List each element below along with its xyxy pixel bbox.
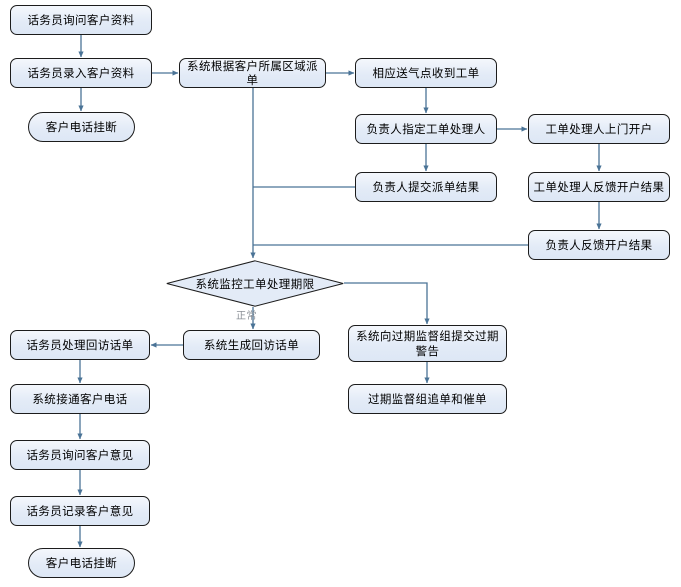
node-system-sends-overdue-warning[interactable]: 系统向过期监督组提交过期 警告 (348, 325, 507, 362)
node-customer-hangs-up-top[interactable]: 客户电话挂断 (28, 112, 135, 142)
node-system-connects-customer-call[interactable]: 系统接通客户电话 (10, 384, 150, 414)
decision-label: 系统监控工单处理期限 (195, 276, 315, 291)
node-handler-visits-to-open-account[interactable]: 工单处理人上门开户 (528, 114, 670, 144)
node-overdue-group-follows-up[interactable]: 过期监督组追单和催单 (348, 384, 507, 414)
edge-decision-n11 (344, 282, 430, 325)
node-agent-handles-callback-ticket[interactable]: 话务员处理回访话单 (10, 330, 150, 360)
node-manager-submits-dispatch-result[interactable]: 负责人提交派单结果 (355, 172, 497, 202)
node-agent-records-customer-opinion[interactable]: 话务员记录客户意见 (10, 496, 150, 526)
node-system-dispatch-by-region[interactable]: 系统根据客户所属区域派单 (179, 58, 326, 88)
node-customer-hangs-up-bottom[interactable]: 客户电话挂断 (28, 548, 135, 578)
edge-label-normal: 正常 (236, 311, 257, 322)
node-agent-enters-customer-info[interactable]: 话务员录入客户资料 (10, 58, 152, 88)
node-agent-asks-customer-info[interactable]: 话务员询问客户资料 (10, 5, 152, 35)
node-agent-asks-customer-opinion[interactable]: 话务员询问客户意见 (10, 440, 150, 470)
node-gas-station-receives-order[interactable]: 相应送气点收到工单 (355, 58, 497, 88)
node-system-generates-callback-ticket[interactable]: 系统生成回访话单 (183, 330, 320, 360)
node-manager-assigns-handler[interactable]: 负责人指定工单处理人 (355, 114, 497, 144)
decision-system-monitors-deadline[interactable]: 系统监控工单处理期限 (166, 260, 344, 307)
diamond-shape (166, 260, 344, 307)
node-handler-reports-account-result[interactable]: 工单处理人反馈开户结果 (528, 172, 670, 202)
node-manager-reports-account-result[interactable]: 负责人反馈开户结果 (528, 230, 670, 260)
